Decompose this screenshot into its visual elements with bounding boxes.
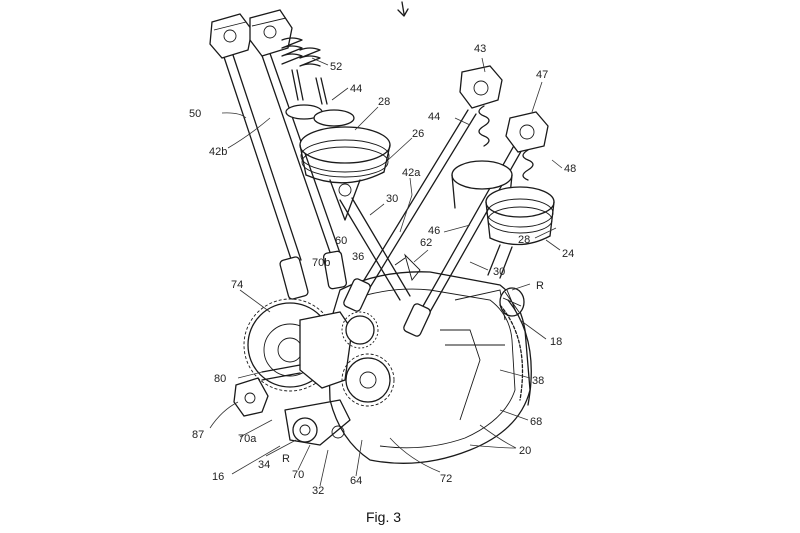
rear-pushrod-left — [220, 45, 302, 263]
cam-gear-74 — [243, 298, 353, 392]
label-24: 24 — [562, 248, 574, 260]
view-arrow — [397, 1, 409, 17]
label-52: 52 — [330, 61, 342, 73]
label-44-left: 44 — [350, 83, 362, 95]
figure-caption: Fig. 3 — [366, 509, 401, 525]
label-R-upper: R — [536, 280, 544, 292]
label-38: 38 — [532, 375, 544, 387]
idler-gear — [341, 311, 395, 407]
output-shaft — [499, 287, 525, 317]
label-62: 62 — [420, 237, 432, 249]
label-34: 34 — [258, 459, 270, 471]
label-74: 74 — [231, 279, 243, 291]
label-44-right: 44 — [428, 111, 440, 123]
label-20: 20 — [519, 445, 531, 457]
label-80: 80 — [214, 373, 226, 385]
front-rocker-assembly — [459, 65, 549, 181]
bracket-87 — [233, 377, 269, 417]
label-30-upper: 30 — [386, 193, 398, 205]
rear-connecting-rod — [339, 197, 411, 301]
label-48: 48 — [564, 163, 576, 175]
label-18: 18 — [550, 336, 562, 348]
label-32: 32 — [312, 485, 324, 497]
label-42a: 42a — [402, 167, 421, 179]
label-50: 50 — [189, 108, 201, 120]
label-70: 70 — [292, 469, 304, 481]
label-70b: 70b — [312, 257, 330, 269]
crank-gear — [499, 299, 532, 406]
link-62 — [394, 253, 421, 281]
label-26: 26 — [412, 128, 424, 140]
label-36: 36 — [352, 251, 364, 263]
label-42b: 42b — [209, 146, 227, 158]
label-43: 43 — [474, 43, 486, 55]
label-70a: 70a — [238, 433, 257, 445]
label-47: 47 — [536, 69, 548, 81]
label-64: 64 — [350, 475, 362, 487]
label-R-lower: R — [282, 453, 290, 465]
label-28-left: 28 — [378, 96, 390, 108]
front-piston — [451, 160, 555, 279]
label-72: 72 — [440, 473, 452, 485]
rear-valves — [285, 69, 355, 127]
label-16: 16 — [212, 471, 224, 483]
rear-rocker-assembly — [209, 9, 321, 67]
lower-gear-set — [284, 399, 351, 446]
shaft-80 — [261, 364, 301, 381]
label-87: 87 — [192, 429, 204, 441]
label-68: 68 — [530, 416, 542, 428]
leader-lines — [209, 57, 563, 487]
front-pushrod-a — [357, 109, 477, 295]
rear-piston — [299, 126, 391, 221]
label-30-lower: 30 — [493, 266, 505, 278]
tappets — [279, 250, 431, 337]
label-28-right: 28 — [518, 234, 530, 246]
label-60: 60 — [335, 235, 347, 247]
label-46: 46 — [428, 225, 440, 237]
reference-labels: 50 42b 52 44 28 26 42a 43 47 44 48 46 30… — [189, 43, 576, 497]
